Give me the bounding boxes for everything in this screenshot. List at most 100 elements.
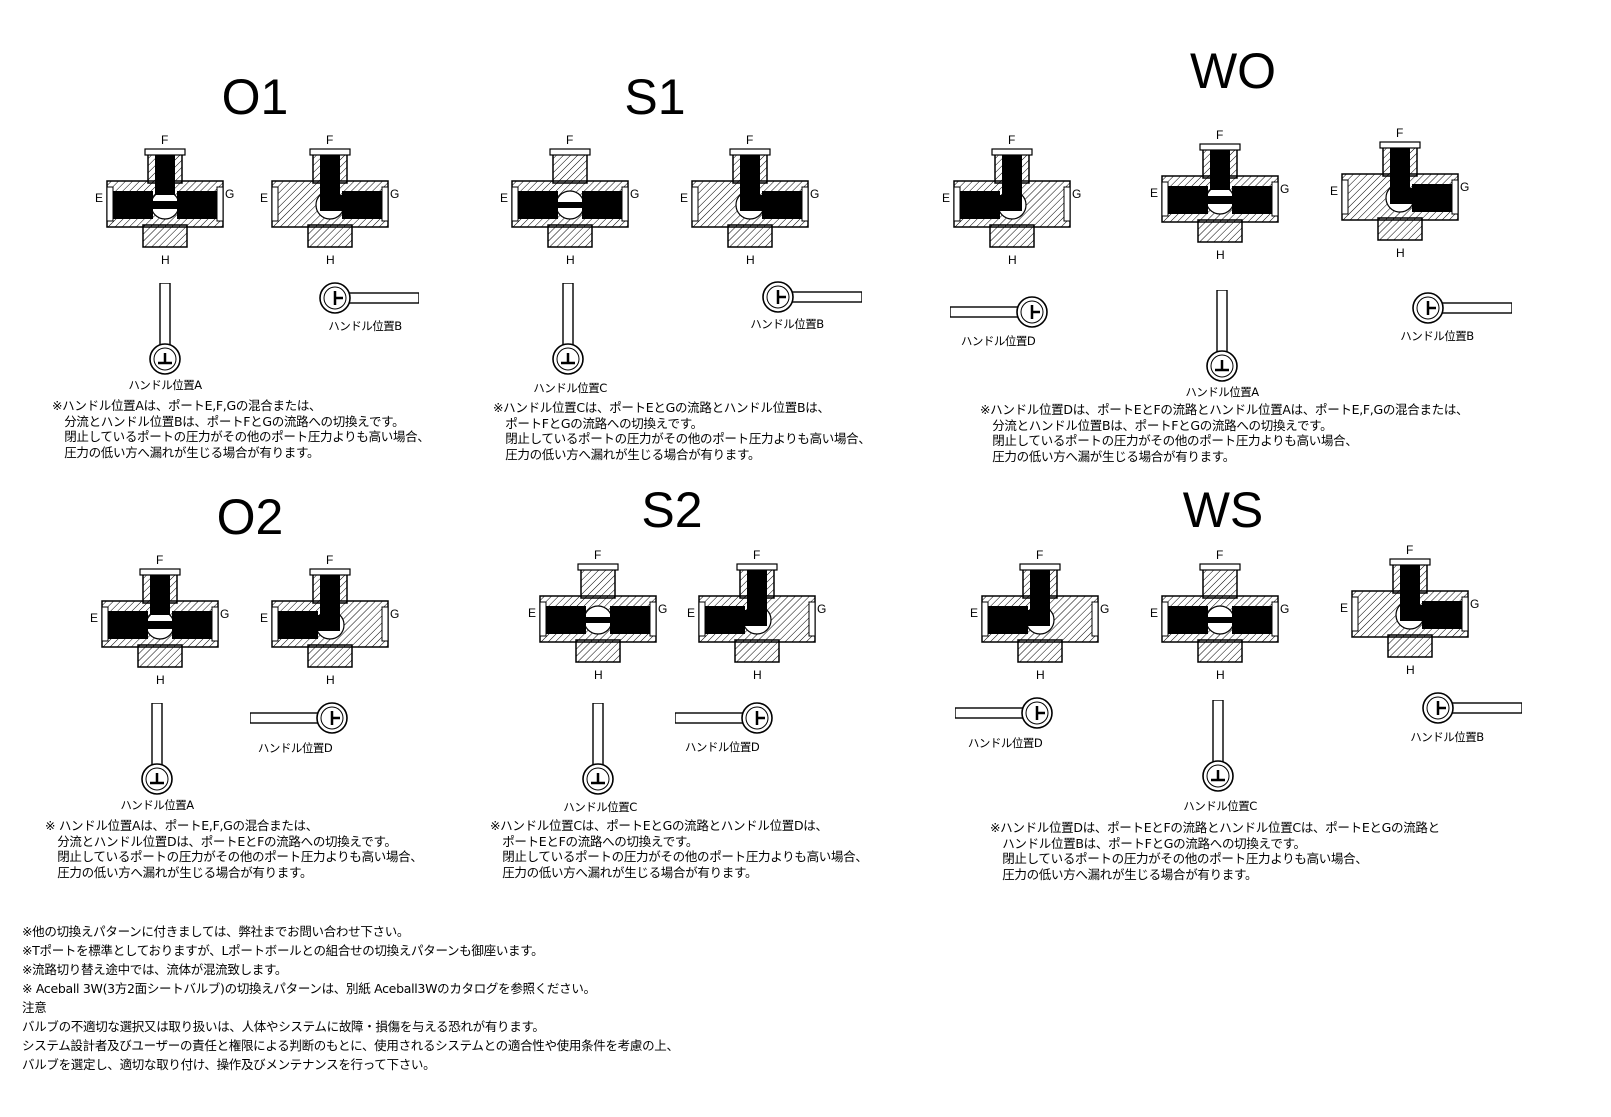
port-label-h: H [1406, 663, 1415, 677]
valve-handle [249, 702, 350, 738]
note-line: ※ハンドル位置Cは、ポートEとGの流路とハンドル位置Bは、 [493, 400, 830, 415]
handle-t-port-icon [1202, 699, 1234, 792]
port-label-f: F [156, 553, 164, 567]
handle-t-port-icon [141, 702, 173, 795]
valve-handle [319, 282, 420, 318]
valve-handle [949, 296, 1050, 332]
valve-handle [762, 281, 863, 317]
footer-line: ※流路切り替え途中では、流体が混流致します。 [22, 962, 288, 977]
footer-line: バルブを選定し、適切な取り付け、操作及びメンテナンスを行って下さい。 [22, 1057, 436, 1072]
handle-t-port-icon [149, 282, 181, 375]
note-line: 分流とハンドル位置Dは、ポートEとFの流路への切換えです。 [45, 833, 397, 849]
port-label-f: F [326, 133, 334, 147]
valve-handle [580, 702, 616, 803]
valve-handle [1200, 699, 1236, 800]
handle-position-label: ハンドル位置A [1185, 385, 1259, 399]
port-label-e: E [260, 611, 269, 625]
port-label-g: G [1100, 602, 1110, 616]
port-label-f: F [1406, 543, 1414, 557]
port-label-g: G [810, 187, 820, 201]
note-line: 閉止しているポートの圧力がその他のポート圧力よりも高い場合、 [980, 433, 1358, 448]
handle-t-port-icon [249, 702, 348, 734]
handle-position-label: ハンドル位置D [257, 741, 333, 755]
panel-note: ※ハンドル位置Dは、ポートEとFの流路とハンドル位置Aは、ポートE,F,Gの混合… [980, 402, 1469, 464]
handle-t-port-icon [1422, 692, 1523, 724]
port-label-g: G [225, 187, 235, 201]
handle-position-label: ハンドル位置B [328, 319, 402, 333]
note-line: ポートEとFの流路への切換えです。 [490, 833, 699, 849]
panel-note: ※ ハンドル位置Aは、ポートE,F,Gの混合または、 分流とハンドル位置Dは、ポ… [45, 818, 423, 880]
handle-position-label: ハンドル位置C [563, 800, 637, 814]
note-line: ※ ハンドル位置Aは、ポートE,F,Gの混合または、 [45, 818, 318, 833]
handle-position-label: ハンドル位置D [967, 736, 1043, 750]
note-line: ポートFとGの流路への切換えです。 [493, 415, 703, 431]
handle-position-label: ハンドル位置D [960, 334, 1036, 348]
port-label-e: E [942, 191, 951, 205]
panel-note: ※ハンドル位置Aは、ポートE,F,Gの混合または、 分流とハンドル位置Bは、ポー… [52, 398, 430, 460]
port-label-h: H [1216, 668, 1225, 682]
port-label-f: F [1216, 548, 1224, 562]
port-label-g: G [1470, 597, 1480, 611]
port-label-h: H [1036, 668, 1045, 682]
panel-title: S2 [641, 482, 703, 538]
port-label-e: E [680, 191, 689, 205]
port-label-g: G [390, 607, 400, 621]
note-line: ハンドル位置Bは、ポートFとGの流路への切換えです。 [990, 835, 1306, 851]
port-label-h: H [326, 673, 335, 687]
valve-handle [954, 697, 1055, 733]
footer-line: 注意 [22, 1000, 47, 1015]
handle-t-port-icon [319, 282, 420, 314]
panel-note: ※ハンドル位置Cは、ポートEとGの流路とハンドル位置Bは、 ポートFとGの流路へ… [493, 400, 871, 462]
port-label-h: H [1216, 248, 1225, 262]
port-label-e: E [260, 191, 269, 205]
valve-handle [139, 702, 175, 803]
handle-position-label: ハンドル位置A [128, 378, 202, 392]
port-label-e: E [1330, 184, 1339, 198]
port-label-f: F [594, 548, 602, 562]
port-label-e: E [1150, 186, 1159, 200]
footer-notes: ※他の切換えパターンに付きましては、弊社までお問い合わせ下さい。※Tポートを標準… [22, 922, 679, 1074]
port-label-h: H [746, 253, 755, 267]
port-label-g: G [1280, 602, 1290, 616]
port-label-e: E [500, 191, 509, 205]
note-line: 分流とハンドル位置Bは、ポートFとGの流路への切換えです。 [52, 413, 405, 429]
port-label-e: E [970, 606, 979, 620]
panel-note: ※ハンドル位置Cは、ポートEとGの流路とハンドル位置Dは、 ポートEとFの流路へ… [490, 818, 868, 880]
panel-note: ※ハンドル位置Dは、ポートEとFの流路とハンドル位置Cは、ポートEとGの流路と … [990, 820, 1440, 882]
port-label-f: F [753, 548, 761, 562]
handle-t-port-icon [552, 282, 584, 375]
port-label-h: H [566, 253, 575, 267]
port-label-h: H [594, 668, 603, 682]
port-label-f: F [746, 133, 754, 147]
panel-title: O1 [221, 69, 289, 125]
handle-position-label: ハンドル位置C [533, 381, 607, 395]
note-line: 圧力の低い方へ漏が生じる場合が有ります。 [980, 448, 1235, 464]
note-line: 圧力の低い方へ漏れが生じる場合が有ります。 [990, 866, 1258, 882]
port-label-f: F [1008, 133, 1016, 147]
port-label-e: E [1340, 601, 1349, 615]
port-label-h: H [1396, 246, 1405, 260]
port-label-h: H [1008, 253, 1017, 267]
port-label-g: G [220, 607, 230, 621]
valve-handle [147, 282, 183, 383]
port-label-h: H [161, 253, 170, 267]
port-label-f: F [326, 553, 334, 567]
port-label-f: F [566, 133, 574, 147]
port-label-f: F [1396, 126, 1404, 140]
handle-position-label: ハンドル位置B [750, 317, 824, 331]
handle-t-port-icon [1412, 292, 1513, 324]
handle-t-port-icon [1206, 289, 1238, 382]
footer-line: ※他の切換えパターンに付きましては、弊社までお問い合わせ下さい。 [22, 924, 410, 939]
valve-diagram: F E G H [680, 133, 820, 275]
note-line: 閉止しているポートの圧力がその他のポート圧力よりも高い場合、 [493, 431, 871, 446]
port-label-g: G [817, 602, 827, 616]
handle-position-label: ハンドル位置C [1183, 799, 1257, 813]
